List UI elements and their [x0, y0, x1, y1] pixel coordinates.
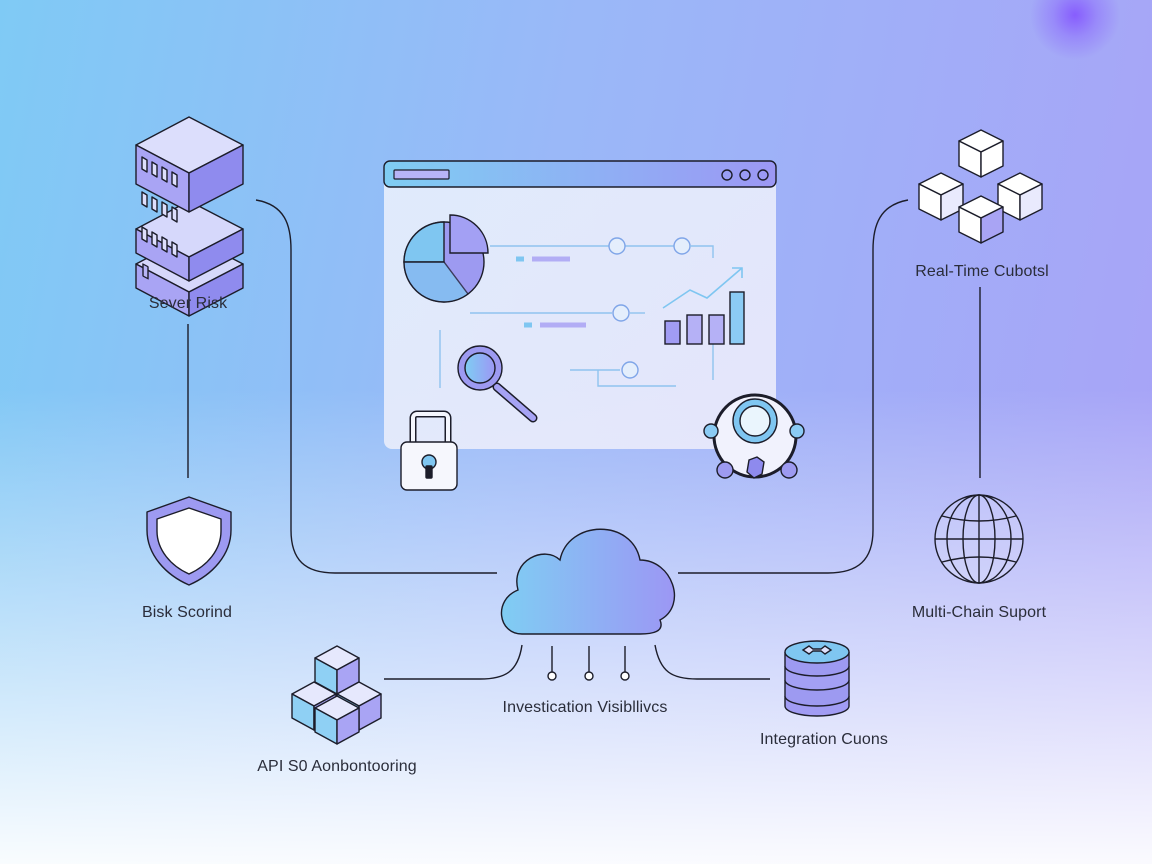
label-investigation: Investication Visibllivcs: [502, 699, 668, 716]
connector-server-cloud: [255, 199, 497, 574]
label-server-risk: Sever Risk: [148, 295, 228, 312]
pie-chart-icon: [403, 214, 489, 303]
magnifier-icon: [457, 345, 538, 423]
label-multi-chain: Multi-Chain Suport: [911, 604, 1047, 621]
shield-icon: [146, 496, 232, 586]
cubes-cluster-icon: [918, 129, 1043, 244]
label-integration: Integration Cuons: [759, 731, 889, 748]
label-api-monitoring: API S0 Aonbontooring: [257, 758, 417, 775]
lock-icon: [400, 410, 458, 491]
label-real-time: Real-Time Cubotsl: [915, 263, 1049, 280]
bar-chart-icon: [662, 267, 745, 345]
connector-cloud-integration: [654, 644, 770, 680]
connectors: [187, 199, 981, 681]
panel-sliders: [439, 237, 714, 388]
connector-cubes-cloud: [678, 199, 909, 574]
globe-icon: [934, 494, 1024, 584]
database-icon: [784, 640, 850, 717]
window-controls-icon: [721, 169, 769, 181]
dashboard-panel: [383, 160, 777, 449]
label-risk-scoring: Bisk Scorind: [141, 604, 233, 621]
connector-cloud-api: [384, 644, 523, 680]
user-network-icon: [703, 393, 805, 479]
server-stack-icon: [135, 116, 244, 317]
cubes-icon: [291, 645, 382, 745]
cloud-icon: [500, 528, 676, 635]
